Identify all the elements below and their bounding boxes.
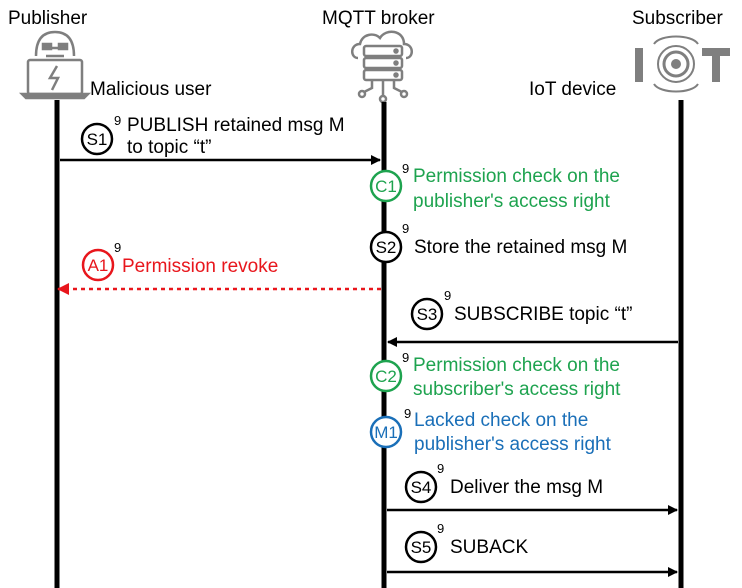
a1-badge: [81, 248, 115, 282]
c2-badge: [369, 359, 403, 393]
s2-text: Store the retained msg M: [414, 237, 627, 258]
m1-superscript: 9: [404, 406, 411, 421]
c1-badge-label: C1: [375, 177, 397, 196]
s1-text-line2: to topic “t”: [127, 137, 211, 158]
step-c1: C1 9 Permission check on the publisher's…: [369, 161, 620, 212]
c1-text-line2: publisher's access right: [413, 191, 611, 212]
s5-superscript: 9: [437, 521, 444, 536]
s2-badge-label: S2: [376, 238, 397, 257]
step-a1: A1 9 Permission revoke: [81, 240, 278, 282]
step-s4: S4 9 Deliver the msg M: [404, 461, 603, 504]
s1-superscript: 9: [114, 113, 121, 128]
hacker-laptop-icon: [18, 30, 92, 100]
c1-superscript: 9: [402, 161, 409, 176]
subscriber-header: Subscriber: [632, 8, 723, 29]
a1-badge-label: A1: [88, 256, 109, 275]
step-s2: S2 9 Store the retained msg M: [369, 221, 627, 264]
s4-text: Deliver the msg M: [450, 477, 603, 498]
step-c2: C2 9 Permission check on the subscriber'…: [369, 350, 621, 400]
c2-text-line2: subscriber's access right: [413, 379, 621, 400]
s4-badge-label: S4: [411, 478, 432, 497]
s3-superscript: 9: [444, 288, 451, 303]
s3-text: SUBSCRIBE topic “t”: [454, 304, 632, 325]
c1-text-line1: Permission check on the: [413, 166, 620, 187]
iot-logo-icon: [635, 35, 730, 93]
m1-badge-label: M1: [374, 423, 398, 442]
c2-text-line1: Permission check on the: [413, 355, 620, 376]
c1-badge: [369, 169, 403, 203]
s1-badge: [80, 122, 114, 156]
s5-badge: [404, 530, 438, 564]
s4-badge: [404, 470, 438, 504]
c2-badge-label: C2: [375, 367, 397, 386]
s2-badge: [369, 230, 403, 264]
s1-text-line1: PUBLISH retained msg M: [127, 115, 345, 136]
step-m1: M1 9 Lacked check on the publisher's acc…: [369, 406, 612, 455]
s3-badge-label: S3: [417, 305, 438, 324]
m1-text-line1: Lacked check on the: [414, 410, 588, 431]
broker-header: MQTT broker: [322, 8, 435, 29]
step-s1: S1 9 PUBLISH retained msg M to topic “t”: [80, 113, 345, 158]
s3-badge: [410, 297, 444, 331]
subscriber-role-label: IoT device: [529, 79, 616, 100]
s5-badge-label: S5: [411, 538, 432, 557]
step-s5: S5 9 SUBACK: [404, 521, 528, 564]
s2-superscript: 9: [402, 221, 409, 236]
m1-badge: [369, 415, 403, 449]
s5-text: SUBACK: [450, 537, 528, 558]
publisher-role-label: Malicious user: [90, 79, 212, 100]
s4-superscript: 9: [437, 461, 444, 476]
cloud-server-icon: [351, 30, 413, 104]
m1-text-line2: publisher's access right: [414, 434, 612, 455]
publisher-header: Publisher: [8, 8, 88, 29]
s1-badge-label: S1: [87, 130, 108, 149]
a1-text: Permission revoke: [122, 256, 278, 277]
step-s3: S3 9 SUBSCRIBE topic “t”: [410, 288, 632, 331]
a1-superscript: 9: [114, 240, 121, 255]
c2-superscript: 9: [402, 350, 409, 365]
